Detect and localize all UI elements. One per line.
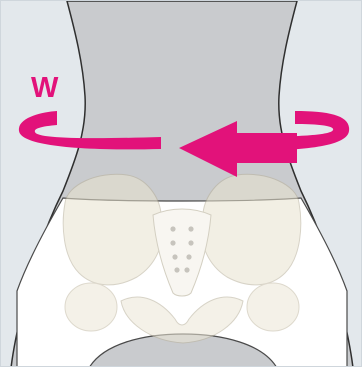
left-hip-joint: [65, 283, 117, 331]
measurement-label-w: W: [31, 72, 59, 104]
left-iliac-crest: [63, 174, 163, 285]
right-iliac-crest: [201, 174, 301, 285]
right-hip-joint: [247, 283, 299, 331]
